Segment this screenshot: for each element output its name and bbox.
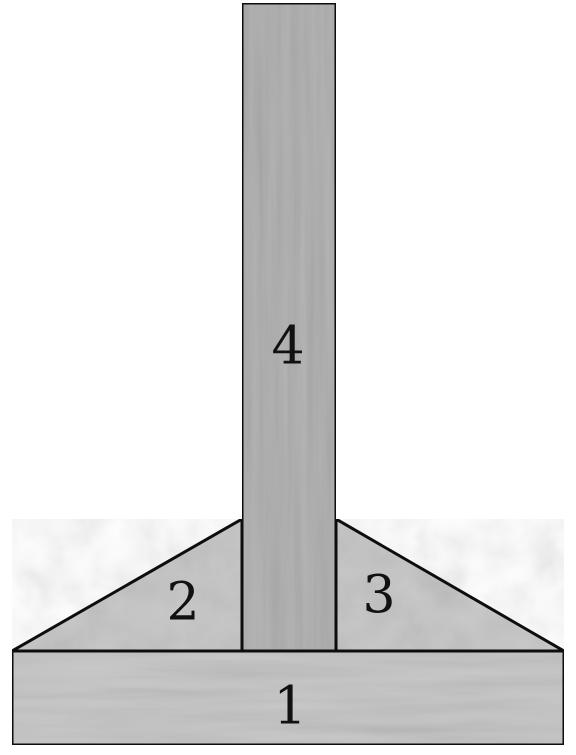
part-1-shape [10,649,566,747]
part-4-shape [240,1,338,653]
part-3-right-gusset: 3 [334,516,570,653]
part-2-label: 2 [166,573,199,633]
part-4-vertical-post: 4 [240,1,338,653]
part-3-label: 3 [362,566,395,626]
part-1-label: 1 [273,677,306,737]
part-4-label: 4 [271,317,304,377]
part-2-shape [6,516,244,653]
part-2-left-gusset: 2 [6,516,244,653]
part-1-base-slab: 1 [10,649,566,747]
